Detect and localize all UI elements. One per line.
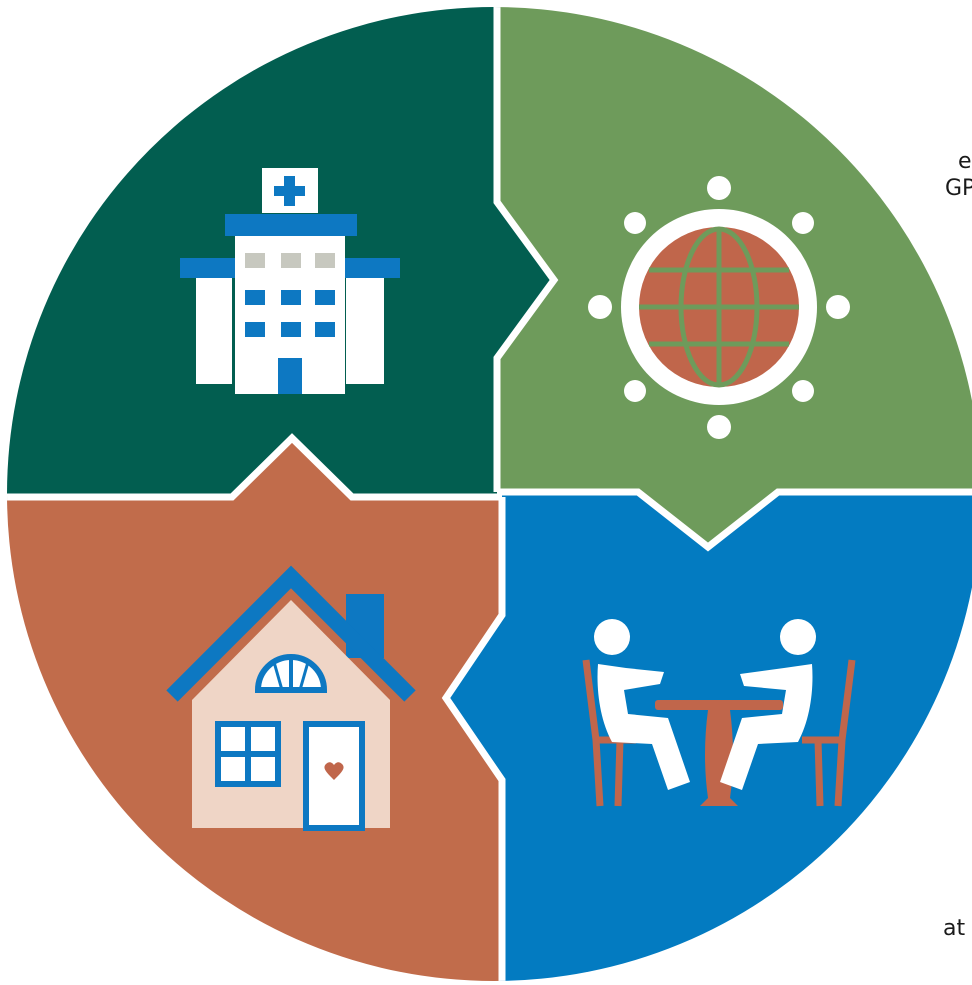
people-talking-at-table-icon: [582, 619, 856, 807]
divider-bottom: [441, 497, 506, 981]
arrow-down-notch: [638, 492, 778, 547]
clipped-text-line-2: GP): [945, 176, 972, 201]
divider-left: [7, 433, 502, 501]
home-icon: [166, 565, 416, 831]
clipped-text-line-1: e: [958, 149, 972, 174]
global-community-icon: [588, 176, 850, 439]
divider-right: [497, 488, 972, 552]
hospital-icon: [180, 168, 400, 394]
clipped-text-line-3: at: [943, 916, 966, 941]
arrow-right-notch: [497, 202, 554, 358]
divider-top: [493, 7, 559, 492]
arrow-left-notch: [446, 615, 502, 780]
arrow-up-notch: [232, 438, 352, 497]
